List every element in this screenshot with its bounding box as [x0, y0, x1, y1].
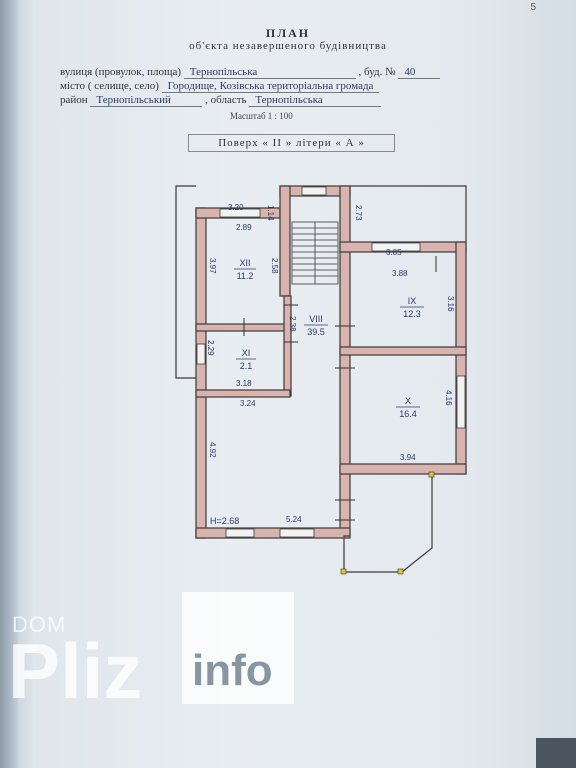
floor-letter: А — [345, 137, 355, 149]
floor-mid: » літери « — [285, 137, 342, 149]
dim-273: 2.73 — [354, 205, 363, 221]
staircase — [291, 221, 339, 285]
dim-320: 3.20 — [228, 203, 244, 212]
floor-value: II — [272, 137, 282, 149]
room-viii-id: VIII — [309, 314, 323, 324]
window-ix — [371, 242, 421, 252]
dim-394: 3.94 — [400, 453, 416, 462]
dim-238: 2.38 — [288, 316, 297, 332]
room-xii-id: XII — [239, 258, 250, 268]
dim-385: 3.85 — [386, 248, 402, 257]
district-label: район — [60, 94, 88, 106]
binder-spine — [0, 0, 18, 768]
document-title: ПЛАН — [265, 26, 311, 40]
dim-397: 3.97 — [208, 258, 217, 274]
balcony-bottom — [343, 474, 433, 573]
window-xii — [219, 208, 261, 218]
room-xi-area: 2.1 — [240, 361, 253, 371]
door-marks — [243, 256, 437, 521]
window-x — [456, 375, 466, 429]
region-value: Тернопільська — [249, 94, 382, 107]
wall-xi-bottom — [195, 389, 291, 398]
room-xii-area: 11.2 — [237, 271, 254, 281]
walls — [195, 185, 467, 539]
wall-ix-x — [339, 346, 467, 356]
district-line: район Тернопільський , область Тернопіль… — [60, 94, 382, 107]
dim-388: 3.88 — [392, 269, 408, 278]
street-value: Тернопільська — [183, 66, 356, 79]
plan-labels: 3.20 1.14 2.89 2.73 3.85 3.88 3.97 2.58 … — [206, 203, 455, 526]
height-label: H=2.68 — [210, 516, 239, 526]
corner-markers — [340, 471, 435, 575]
room-xi-id: XI — [242, 348, 251, 358]
dim-229: 2.29 — [206, 340, 215, 356]
dim-416: 4.16 — [444, 390, 453, 406]
balconies — [175, 185, 467, 573]
watermark-pliz: Pliz — [8, 627, 143, 715]
room-ix-area: 12.3 — [403, 309, 421, 319]
dim-258: 2.58 — [270, 258, 279, 274]
dim-114: 1.14 — [266, 205, 275, 221]
wall-bottom — [195, 527, 351, 539]
room-x-area: 16.4 — [399, 409, 417, 419]
balcony-left — [175, 185, 196, 379]
window-bottom-left — [225, 528, 255, 538]
wall-stair-left — [279, 185, 291, 297]
city-value: Городище, Козівська територіальна громад… — [161, 80, 380, 93]
page-number: 5 — [530, 2, 536, 13]
room-labels: XII 11.2 XI 2.1 VIII 39.5 IX 12.3 X 16.4 — [234, 258, 424, 419]
scale-label: Масштаб 1 : 100 — [230, 111, 293, 121]
document-subtitle: об'єкта незавершеного будівництва — [189, 40, 387, 52]
wall-xii-xi — [195, 323, 291, 332]
windows — [196, 186, 466, 538]
wall-right — [455, 241, 467, 475]
wall-left — [195, 207, 207, 539]
house-label: , буд. № — [358, 66, 396, 78]
dim-316: 3.16 — [446, 296, 455, 312]
room-viii-area: 39.5 — [307, 327, 325, 337]
dim-318: 3.18 — [236, 379, 252, 388]
wall-middle — [339, 185, 351, 537]
watermark-info: info — [192, 646, 273, 695]
floor-label: Поверх « — [218, 137, 269, 149]
watermark-box — [182, 592, 294, 704]
room-ix-id: IX — [408, 296, 417, 306]
wall-right-bottom — [339, 463, 467, 475]
wall-xi-right — [283, 295, 292, 397]
watermark-dom: DOM — [12, 612, 67, 637]
window-bottom-right — [279, 528, 315, 538]
page-corner-shadow — [536, 738, 576, 768]
dim-289: 2.89 — [236, 223, 252, 232]
district-value: Тернопільський — [90, 94, 203, 107]
floor-end: » — [358, 137, 365, 149]
window-xi — [196, 343, 206, 365]
street-line: вулиця (провулок, площа) Тернопільська ,… — [60, 66, 441, 79]
dim-524: 5.24 — [286, 515, 302, 524]
street-label: вулиця (провулок, площа) — [60, 66, 182, 78]
balcony-top-right — [350, 185, 467, 242]
city-label: місто ( селище, село) — [60, 80, 159, 92]
dim-324: 3.24 — [240, 399, 256, 408]
city-line: місто ( селище, село) Городище, Козівськ… — [60, 80, 380, 93]
floor-box: Поверх « II » літери « А » — [188, 134, 395, 152]
room-x-id: X — [405, 396, 411, 406]
dim-492: 4.92 — [208, 442, 217, 458]
window-stair — [301, 186, 327, 196]
region-label: , область — [205, 94, 247, 106]
house-value: 40 — [398, 66, 441, 79]
